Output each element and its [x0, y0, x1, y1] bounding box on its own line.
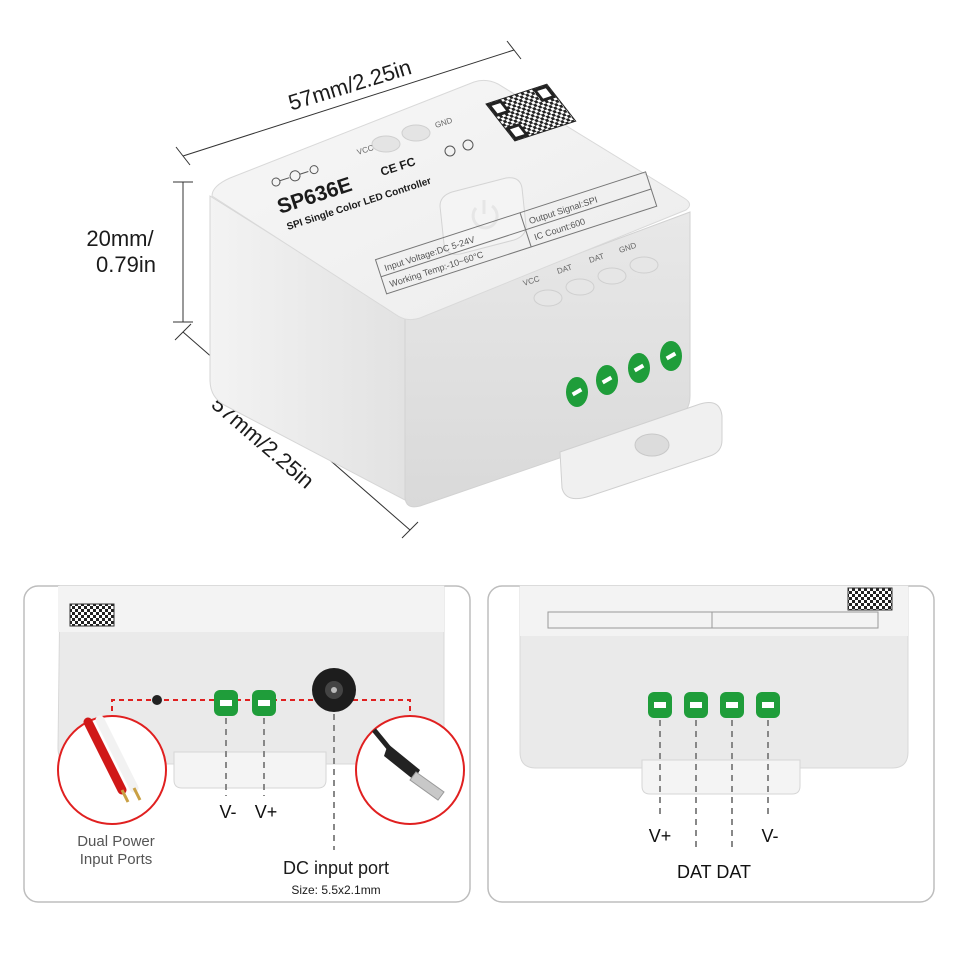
right-label-vplus: V+ — [649, 826, 672, 846]
width-label: 57mm/2.25in — [285, 54, 414, 115]
right-label-vminus: V- — [761, 826, 778, 846]
left-qr — [69, 603, 115, 627]
right-label-dat: DAT DAT — [677, 862, 751, 882]
dc-polarity-icon — [271, 165, 319, 187]
right-qr — [847, 587, 893, 611]
label-vminus: V- — [219, 802, 236, 822]
recycle-icon — [462, 139, 474, 151]
height-label-2: 0.79in — [96, 252, 156, 277]
top-terminal-gnd — [401, 124, 431, 142]
front-terminals — [566, 341, 682, 407]
dc-size-label: Size: 5.5x2.1mm — [291, 883, 380, 897]
controller-device: VCC GND SP636E SPI Single Color LED Cont… — [209, 79, 723, 508]
dc-jack — [312, 668, 356, 712]
wire-hole — [152, 695, 162, 705]
cap-dat-1 — [565, 278, 595, 296]
dual-power-label-1: Dual Power — [77, 833, 155, 850]
rohs-icon — [444, 145, 456, 157]
panel-signal-outputs: V+ V- DAT DAT — [487, 585, 935, 903]
mounting-tab — [559, 402, 723, 500]
wire-callout — [57, 715, 167, 825]
cap-vcc — [533, 289, 563, 307]
cap-dat-2 — [597, 267, 627, 285]
dual-power-label-2: Input Ports — [80, 851, 153, 868]
dimension-height: 20mm/ 0.79in — [86, 181, 193, 323]
panel-power-inputs: V- V+ Dual Power Input Ports DC input po… — [23, 585, 471, 903]
power-icon — [471, 200, 499, 230]
cap-gnd — [629, 256, 659, 274]
dc-input-port-label: DC input port — [283, 858, 389, 878]
label-vplus: V+ — [255, 802, 278, 822]
height-label-1: 20mm/ — [86, 226, 154, 251]
top-terminal-vcc — [371, 135, 401, 153]
qr-code — [485, 83, 577, 142]
plug-callout — [355, 715, 465, 825]
